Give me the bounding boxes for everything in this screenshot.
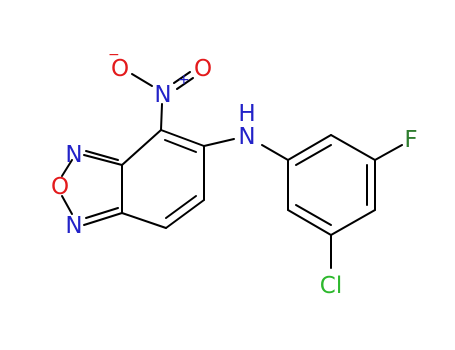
bond [287,134,332,161]
bond-double-inner [295,144,332,166]
bond [330,209,376,236]
bond [131,73,153,87]
bond-double-inner [165,195,197,219]
bond [287,209,332,236]
atom-n-amine: N [238,124,255,150]
bond [173,71,191,84]
atom-fluorine: F [404,127,417,153]
atom-o-nitro-double: O [194,56,212,82]
atom-o-ring: O [51,174,69,200]
bond [374,144,403,161]
bond-double-inner [295,204,332,226]
bond-double-inner [164,139,197,153]
bond [121,129,162,166]
bond [160,129,205,147]
nitro-minus-charge: − [108,47,120,63]
bond-double [85,150,119,161]
bonds [61,71,403,269]
atom-n-ring-top: N [65,142,82,168]
atom-chlorine: Cl [320,273,342,299]
bond [61,159,73,177]
atom-h-amine: H [238,101,255,127]
bond [61,195,73,215]
bond [165,199,205,229]
bond [160,103,163,131]
atom-n-nitro: N [154,82,171,108]
atom-o-nitro-minus: O [111,56,129,82]
atom-n-ring-bottom: N [65,213,82,239]
bond [121,212,167,229]
nitro-plus-charge: + [178,72,190,88]
bond [203,138,235,147]
bond [83,154,123,166]
bond [176,77,194,90]
bond [330,134,376,161]
bond-double [85,207,119,219]
bond [83,212,123,226]
bond [261,144,289,161]
